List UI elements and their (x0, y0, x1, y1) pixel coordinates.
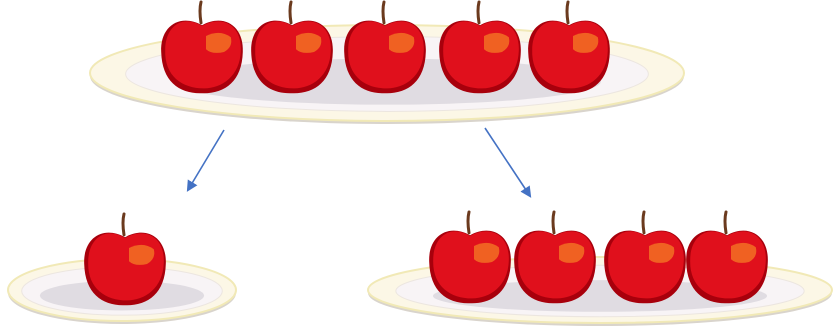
arrow-icon (186, 129, 225, 192)
apple-stem (641, 210, 646, 235)
apple-stem (565, 0, 570, 25)
apple-icon (429, 210, 511, 304)
apple-highlight (559, 242, 585, 263)
apple-highlight (474, 242, 500, 263)
apple-icon (686, 210, 768, 304)
arrow-right (484, 127, 532, 198)
apple-body (608, 231, 684, 299)
apple-body (443, 21, 519, 89)
apple-stem (121, 212, 126, 237)
bottom-left-plate-group (7, 212, 237, 324)
apple-body (348, 21, 424, 89)
apple-highlight (206, 32, 232, 53)
apple-icon (604, 210, 686, 304)
apple-highlight (731, 242, 757, 263)
apple-body (165, 21, 241, 89)
apple-stem (381, 0, 386, 25)
apple-stem (198, 0, 203, 25)
apple-highlight (129, 244, 155, 265)
apple-stem (723, 210, 728, 235)
bottom-right-apples (429, 210, 768, 304)
apple-body (88, 233, 164, 301)
apple-highlight (649, 242, 675, 263)
apple-highlight (573, 32, 599, 53)
apple-icon (251, 0, 333, 94)
apple-body (433, 231, 509, 299)
bottom-left-apples (84, 212, 166, 306)
apple-icon (439, 0, 521, 94)
arrow-icon (484, 127, 532, 198)
apple-highlight (484, 32, 510, 53)
plate-well (432, 280, 768, 312)
apple-icon (161, 0, 243, 94)
apple-stem (288, 0, 293, 25)
apple-stem (476, 0, 481, 25)
apple-icon (84, 212, 166, 306)
apple-body (518, 231, 594, 299)
arrow-left (186, 129, 225, 192)
apple-icon (528, 0, 610, 94)
bottom-right-plate-group (367, 210, 833, 326)
apple-stem (551, 210, 556, 235)
apple-highlight (389, 32, 415, 53)
apple-body (255, 21, 331, 89)
apple-body (532, 21, 608, 89)
apple-icon (344, 0, 426, 94)
apple-icon (514, 210, 596, 304)
apple-highlight (296, 32, 322, 53)
top-apples (161, 0, 610, 94)
apple-stem (466, 210, 471, 235)
apple-body (690, 231, 766, 299)
top-plate-group (89, 0, 685, 124)
